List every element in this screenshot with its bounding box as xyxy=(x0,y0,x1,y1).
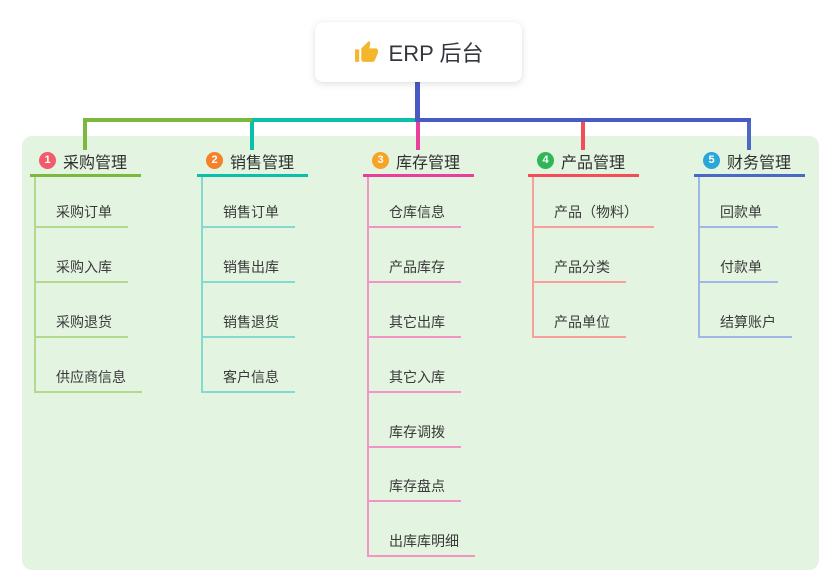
branch-number-badge: 5 xyxy=(703,152,720,169)
branch-rail-line xyxy=(201,177,203,393)
branches-panel xyxy=(22,136,819,570)
branch-5-child[interactable]: 结算账户 xyxy=(698,310,792,338)
branch-1-child[interactable]: 供应商信息 xyxy=(34,365,142,393)
branch-1-child[interactable]: 采购退货 xyxy=(34,310,128,338)
branch-3-header[interactable]: 3 库存管理 xyxy=(363,147,474,177)
branch-3-child[interactable]: 仓库信息 xyxy=(367,200,461,228)
branch-label: 销售管理 xyxy=(230,154,295,172)
bus-segment-blue xyxy=(418,118,751,122)
thumbs-up-icon xyxy=(354,40,379,65)
branch-1-child[interactable]: 采购入库 xyxy=(34,255,128,283)
branch-number-badge: 1 xyxy=(39,152,56,169)
branch-label: 采购管理 xyxy=(63,154,128,172)
branch-5-child[interactable]: 付款单 xyxy=(698,255,778,283)
branch-1-child[interactable]: 采购订单 xyxy=(34,200,128,228)
branch-2-child[interactable]: 销售退货 xyxy=(201,310,295,338)
branch-rail-line xyxy=(698,177,700,338)
branch-1-header[interactable]: 1 采购管理 xyxy=(30,147,141,177)
branch-2-child[interactable]: 销售出库 xyxy=(201,255,295,283)
branch-label: 产品管理 xyxy=(561,154,626,172)
bus-segment-green xyxy=(83,118,252,122)
branch-3-child[interactable]: 其它出库 xyxy=(367,310,461,338)
branch-5-header[interactable]: 5 财务管理 xyxy=(694,147,805,177)
root-node[interactable]: ERP 后台 xyxy=(315,22,522,82)
branch-5-child[interactable]: 回款单 xyxy=(698,200,778,228)
branch-drop-line xyxy=(416,118,420,150)
branch-rail-line xyxy=(532,177,534,338)
branch-2-child[interactable]: 客户信息 xyxy=(201,365,295,393)
branch-number-badge: 4 xyxy=(537,152,554,169)
branch-4-header[interactable]: 4 产品管理 xyxy=(528,147,639,177)
root-label: ERP 后台 xyxy=(388,41,484,66)
branch-drop-line xyxy=(83,118,87,150)
branch-number-badge: 3 xyxy=(372,152,389,169)
branch-rail-line xyxy=(34,177,36,393)
branch-3-child[interactable]: 产品库存 xyxy=(367,255,461,283)
branch-drop-line xyxy=(250,118,254,150)
branch-drop-line xyxy=(747,118,751,150)
branch-3-child[interactable]: 其它入库 xyxy=(367,365,461,393)
branch-label: 财务管理 xyxy=(727,154,792,172)
branch-4-child[interactable]: 产品（物料） xyxy=(532,200,654,228)
branch-rail-line xyxy=(367,177,369,557)
branch-3-child[interactable]: 库存调拨 xyxy=(367,420,461,448)
branch-label: 库存管理 xyxy=(396,154,461,172)
branch-3-child[interactable]: 库存盘点 xyxy=(367,474,461,502)
branch-4-child[interactable]: 产品分类 xyxy=(532,255,626,283)
branch-4-child[interactable]: 产品单位 xyxy=(532,310,626,338)
branch-2-child[interactable]: 销售订单 xyxy=(201,200,295,228)
branch-drop-line xyxy=(581,118,585,150)
branch-number-badge: 2 xyxy=(206,152,223,169)
branch-3-child[interactable]: 出库库明细 xyxy=(367,529,475,557)
root-connector-line xyxy=(415,80,420,122)
bus-segment-teal xyxy=(252,118,418,122)
branch-2-header[interactable]: 2 销售管理 xyxy=(197,147,308,177)
